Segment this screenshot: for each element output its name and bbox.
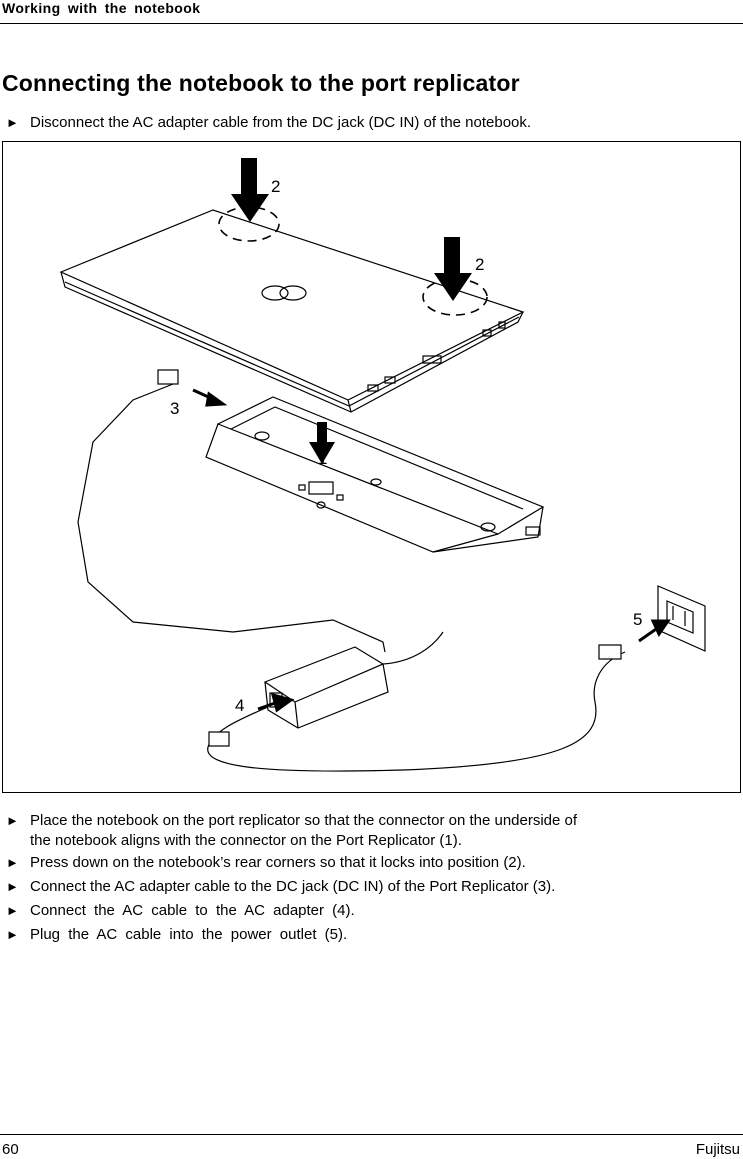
- bullet-arrow-icon: ►: [6, 855, 19, 870]
- bullet-arrow-icon: ►: [6, 813, 19, 828]
- step-press-corners: ► Press down on the notebook’s rear corne…: [6, 853, 526, 873]
- illustration-frame: 2 2 3 1 5 4: [2, 141, 741, 793]
- step-text-line: Connect the AC cable to the AC adapter (…: [30, 902, 355, 919]
- notebook-port-replicator-illustration: 2 2 3 1 5 4: [59, 158, 706, 772]
- callout-3: 3: [170, 399, 179, 418]
- header-rule: [0, 23, 743, 24]
- bullet-arrow-icon: ►: [6, 903, 19, 918]
- section-title: Connecting the notebook to the port repl…: [2, 70, 520, 96]
- callout-1: 1: [318, 449, 327, 468]
- page-number: 60: [2, 1141, 19, 1158]
- bullet-arrow-icon: ►: [6, 879, 19, 894]
- step-text-line: Connect the AC adapter cable to the DC j…: [30, 878, 556, 895]
- callout-2-left: 2: [271, 177, 280, 196]
- step-text-line: Press down on the notebook’s rear corner…: [30, 854, 526, 871]
- step-text-line: the notebook aligns with the connector o…: [30, 832, 462, 849]
- step-connect-ac-cable: ► Connect the AC cable to the AC adapter …: [6, 901, 355, 921]
- connection-arrows: [192, 388, 671, 713]
- connector-align-arrow: [309, 422, 335, 464]
- bullet-arrow-icon: ►: [6, 115, 19, 130]
- step-place-notebook: ► Place the notebook on the port replicat…: [6, 811, 577, 851]
- plugs-drawing: [157, 369, 622, 747]
- step-text-line: Plug the AC cable into the power outlet …: [30, 926, 348, 943]
- press-down-arrows: [231, 158, 472, 301]
- callout-4: 4: [235, 696, 244, 715]
- bullet-arrow-icon: ►: [6, 927, 19, 942]
- callout-5: 5: [633, 610, 642, 629]
- notebook-drawing: [59, 209, 525, 413]
- step-text-line: Place the notebook on the port replicato…: [30, 812, 578, 829]
- footer-rule: [0, 1134, 743, 1135]
- running-header-title: Working with the notebook: [2, 0, 201, 16]
- ac-adapter-drawing: [263, 646, 389, 729]
- callout-2-right: 2: [475, 255, 484, 274]
- footer-brand: Fujitsu: [695, 1141, 740, 1158]
- intro-step-text: Disconnect the AC adapter cable from the…: [30, 114, 532, 131]
- power-outlet-drawing: [657, 585, 706, 652]
- step-connect-dc-jack: ► Connect the AC adapter cable to the DC …: [6, 877, 555, 897]
- intro-step: ► Disconnect the AC adapter cable from th…: [6, 113, 531, 133]
- step-plug-outlet: ► Plug the AC cable into the power outlet…: [6, 925, 347, 945]
- port-replicator-drawing: [205, 396, 545, 553]
